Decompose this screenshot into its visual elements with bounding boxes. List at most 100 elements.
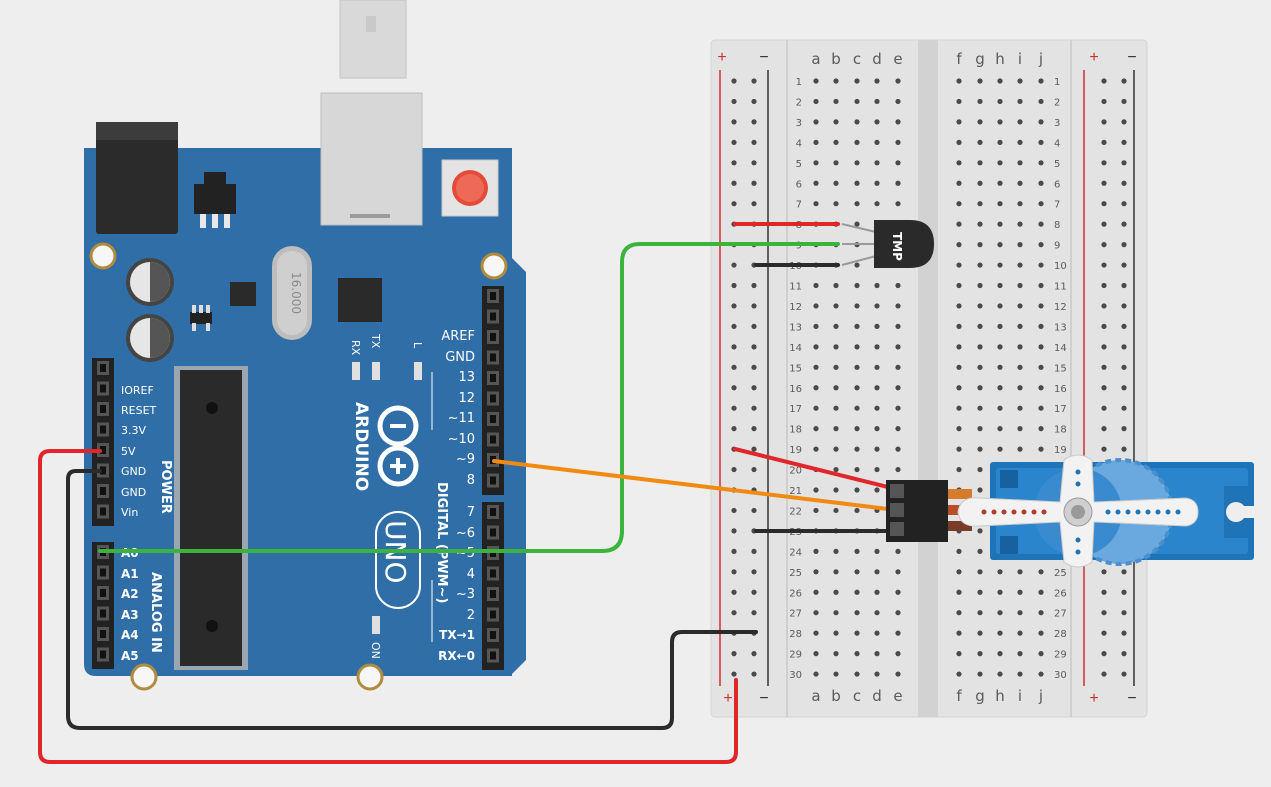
breadboard-hole[interactable] (833, 466, 839, 473)
breadboard-hole[interactable] (731, 201, 737, 207)
wire-pin9-orange[interactable] (492, 459, 898, 512)
breadboard-hole[interactable] (1121, 651, 1127, 657)
breadboard-hole[interactable] (1101, 446, 1107, 452)
breadboard-hole[interactable] (874, 548, 880, 554)
breadboard-hole[interactable] (874, 671, 880, 677)
breadboard-hole[interactable] (1038, 569, 1044, 575)
breadboard-hole[interactable] (1017, 201, 1023, 207)
breadboard-hole[interactable] (997, 405, 1003, 411)
breadboard-hole[interactable] (997, 282, 1003, 289)
breadboard-hole[interactable] (1121, 221, 1127, 227)
breadboard-hole[interactable] (956, 405, 962, 411)
breadboard-hole[interactable] (895, 160, 901, 166)
breadboard-hole[interactable] (731, 405, 737, 411)
breadboard-hole[interactable] (1038, 385, 1044, 391)
breadboard-hole[interactable] (997, 78, 1003, 84)
breadboard-hole[interactable] (977, 589, 983, 595)
breadboard-hole[interactable] (854, 487, 860, 493)
breadboard-hole[interactable] (895, 119, 901, 125)
breadboard-hole[interactable] (956, 671, 962, 677)
breadboard-hole[interactable] (813, 548, 819, 554)
breadboard-hole[interactable] (1017, 119, 1023, 125)
breadboard-hole[interactable] (1038, 405, 1044, 411)
breadboard[interactable]: + − + − + − + − a b c d e f g h i j a b … (710, 39, 1148, 718)
breadboard-hole[interactable] (751, 323, 757, 329)
breadboard-hole[interactable] (833, 180, 839, 186)
breadboard-hole[interactable] (977, 303, 983, 309)
breadboard-hole[interactable] (1038, 610, 1044, 616)
servo-horn[interactable] (957, 454, 1199, 568)
breadboard-hole[interactable] (956, 569, 962, 575)
breadboard-hole[interactable] (1017, 671, 1023, 677)
breadboard-hole[interactable] (833, 405, 839, 411)
breadboard-hole[interactable] (895, 426, 901, 432)
breadboard-hole[interactable] (1121, 671, 1127, 677)
breadboard-hole[interactable] (977, 180, 983, 186)
breadboard-hole[interactable] (1038, 282, 1044, 289)
breadboard-hole[interactable] (751, 589, 757, 595)
breadboard-hole[interactable] (833, 487, 839, 493)
breadboard-hole[interactable] (833, 589, 839, 595)
breadboard-hole[interactable] (956, 364, 962, 370)
breadboard-hole[interactable] (731, 180, 737, 186)
breadboard-hole[interactable] (874, 385, 880, 391)
breadboard-hole[interactable] (1038, 201, 1044, 207)
breadboard-hole[interactable] (1017, 385, 1023, 391)
breadboard-hole[interactable] (997, 303, 1003, 309)
breadboard-hole[interactable] (751, 426, 757, 432)
breadboard-hole[interactable] (1038, 242, 1044, 248)
breadboard-hole[interactable] (895, 180, 901, 186)
breadboard-hole[interactable] (874, 569, 880, 575)
breadboard-hole[interactable] (731, 589, 737, 595)
breadboard-hole[interactable] (895, 364, 901, 370)
breadboard-hole[interactable] (854, 589, 860, 595)
breadboard-hole[interactable] (997, 242, 1003, 248)
breadboard-hole[interactable] (874, 630, 880, 636)
breadboard-hole[interactable] (956, 98, 962, 105)
breadboard-hole[interactable] (977, 548, 983, 554)
breadboard-hole[interactable] (956, 160, 962, 166)
breadboard-hole[interactable] (731, 98, 737, 105)
breadboard-hole[interactable] (1121, 201, 1127, 207)
breadboard-hole[interactable] (833, 446, 839, 452)
breadboard-hole[interactable] (813, 282, 819, 289)
breadboard-hole[interactable] (1101, 221, 1107, 227)
breadboard-hole[interactable] (956, 119, 962, 125)
breadboard-hole[interactable] (956, 180, 962, 186)
breadboard-hole[interactable] (854, 344, 860, 350)
breadboard-hole[interactable] (1017, 446, 1023, 452)
breadboard-hole[interactable] (997, 119, 1003, 125)
breadboard-hole[interactable] (833, 548, 839, 554)
breadboard-hole[interactable] (833, 671, 839, 677)
breadboard-hole[interactable] (1038, 78, 1044, 84)
breadboard-hole[interactable] (1038, 160, 1044, 166)
breadboard-hole[interactable] (977, 569, 983, 575)
breadboard-hole[interactable] (1101, 98, 1107, 105)
breadboard-hole[interactable] (997, 364, 1003, 370)
breadboard-hole[interactable] (1101, 610, 1107, 616)
breadboard-hole[interactable] (731, 344, 737, 350)
breadboard-hole[interactable] (854, 78, 860, 84)
breadboard-hole[interactable] (1017, 323, 1023, 329)
breadboard-hole[interactable] (977, 528, 983, 534)
breadboard-hole[interactable] (895, 323, 901, 329)
breadboard-hole[interactable] (977, 651, 983, 657)
breadboard-hole[interactable] (813, 671, 819, 677)
breadboard-hole[interactable] (813, 405, 819, 411)
breadboard-hole[interactable] (854, 323, 860, 329)
breadboard-hole[interactable] (956, 385, 962, 391)
breadboard-hole[interactable] (1121, 364, 1127, 370)
breadboard-hole[interactable] (731, 610, 737, 616)
breadboard-hole[interactable] (1121, 589, 1127, 595)
breadboard-hole[interactable] (1038, 119, 1044, 125)
breadboard-hole[interactable] (956, 610, 962, 616)
breadboard-hole[interactable] (1017, 344, 1023, 350)
breadboard-hole[interactable] (1101, 262, 1107, 268)
breadboard-hole[interactable] (1038, 303, 1044, 309)
breadboard-hole[interactable] (854, 630, 860, 636)
breadboard-hole[interactable] (895, 139, 901, 145)
breadboard-hole[interactable] (1121, 344, 1127, 350)
breadboard-hole[interactable] (731, 548, 737, 554)
breadboard-hole[interactable] (854, 282, 860, 289)
